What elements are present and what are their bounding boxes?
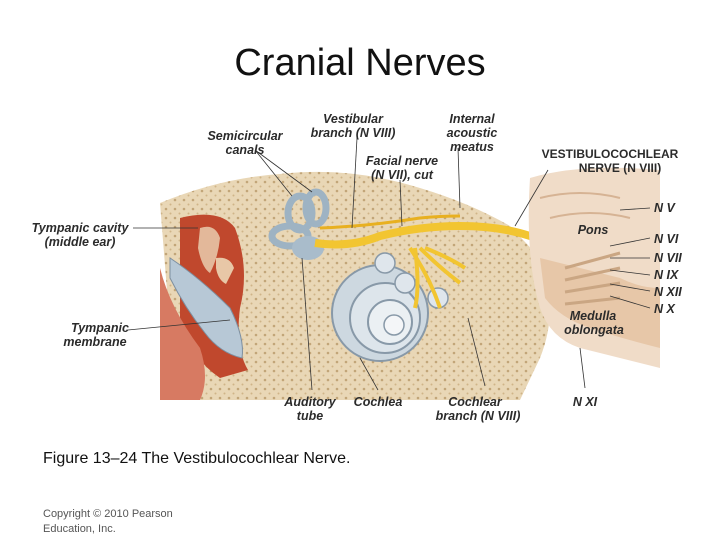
label-medulla-2: oblongata bbox=[564, 323, 624, 337]
slide-title: Cranial Nerves bbox=[234, 42, 486, 84]
brainstem bbox=[528, 167, 660, 368]
outer-tissue bbox=[160, 268, 205, 400]
label-internal-2: acoustic bbox=[447, 126, 498, 140]
label-internal-1: Internal bbox=[449, 112, 495, 126]
label-nvii: N VII bbox=[654, 251, 682, 265]
vestibulocochlear-figure: Semicircular canals Vestibular branch (N… bbox=[32, 112, 683, 423]
label-vestib-nerve-1: VESTIBULOCOCHLEAR bbox=[542, 147, 679, 161]
label-nxi: N XI bbox=[573, 395, 598, 409]
label-nix: N IX bbox=[654, 268, 679, 282]
label-auditory-1: Auditory bbox=[283, 395, 336, 409]
label-tympanic-cavity-2: (middle ear) bbox=[45, 235, 116, 249]
label-facial-2: (N VII), cut bbox=[371, 168, 434, 182]
label-vestibular-1: Vestibular bbox=[323, 112, 384, 126]
figure-caption: Figure 13–24 The Vestibulocochlear Nerve… bbox=[43, 450, 351, 467]
label-semicircular-2: canals bbox=[226, 143, 265, 157]
label-medulla-1: Medulla bbox=[570, 309, 617, 323]
label-nv: N V bbox=[654, 201, 677, 215]
middle-ear bbox=[169, 214, 248, 378]
label-nx: N X bbox=[654, 302, 676, 316]
label-vestibular-2: branch (N VIII) bbox=[311, 126, 396, 140]
copyright-notice: Copyright © 2010 Pearson Education, Inc. bbox=[43, 507, 203, 537]
label-facial-1: Facial nerve bbox=[366, 154, 438, 168]
label-nvi: N VI bbox=[654, 232, 679, 246]
label-cochlear-branch-2: branch (N VIII) bbox=[436, 409, 521, 423]
label-tympanic-membrane-2: membrane bbox=[63, 335, 126, 349]
figure-labels: Semicircular canals Vestibular branch (N… bbox=[32, 112, 683, 423]
semicircular-canals bbox=[268, 188, 330, 250]
label-vestib-nerve-2: NERVE (N VIII) bbox=[579, 161, 661, 175]
cochlea bbox=[331, 252, 449, 362]
label-nxii: N XII bbox=[654, 285, 682, 299]
label-pons: Pons bbox=[578, 223, 609, 237]
copyright-line-2: Education, Inc. bbox=[43, 523, 116, 535]
copyright-line-1: Copyright © 2010 Pearson bbox=[43, 508, 173, 520]
leader-lines bbox=[127, 137, 651, 391]
label-auditory-2: tube bbox=[297, 409, 323, 423]
label-cochlea: Cochlea bbox=[354, 395, 403, 409]
label-tympanic-cavity-1: Tympanic cavity bbox=[32, 221, 130, 235]
label-internal-3: meatus bbox=[450, 140, 494, 154]
label-semicircular-1: Semicircular bbox=[207, 129, 283, 143]
label-cochlear-branch-1: Cochlear bbox=[448, 395, 503, 409]
label-tympanic-membrane-1: Tympanic bbox=[71, 321, 129, 335]
